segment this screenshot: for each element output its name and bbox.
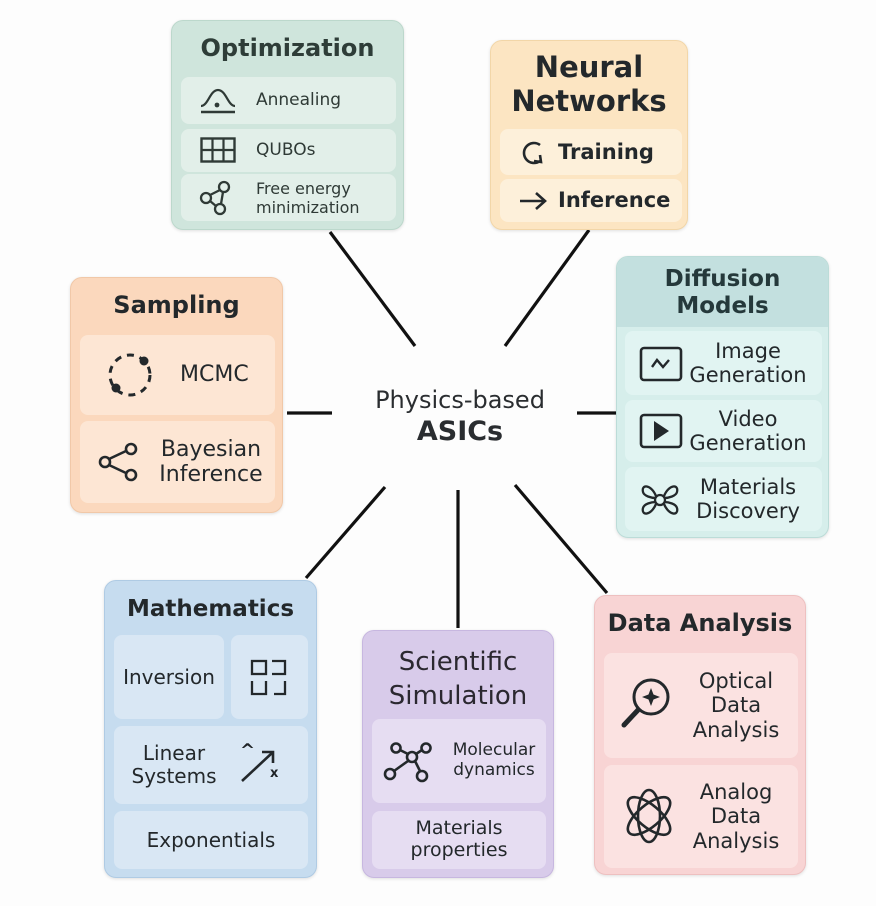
center-node-physics-asics: Physics-based ASICs — [340, 385, 580, 449]
neural-networks-card[interactable]: Neural Networks Training Inference — [490, 40, 688, 230]
grid-matrix-icon — [200, 137, 236, 163]
flower-lattice-icon — [639, 480, 681, 520]
center-title-line2: ASICs — [416, 416, 504, 447]
mathematics-inversion-icon-tile[interactable] — [231, 635, 308, 719]
diffusion-models-header — [617, 257, 828, 327]
mathematics-card[interactable]: Mathematics Inversion Linear Systems ^ x… — [104, 580, 317, 878]
sampling-card[interactable]: Sampling MCMC Bayesian Inference — [70, 277, 283, 513]
center-title-line1: Physics-based — [375, 386, 545, 414]
neural-networks-item-label: Training — [558, 139, 654, 164]
scientific-simulation-card[interactable]: Scientific Simulation Molecular dynamics… — [362, 630, 554, 878]
diffusion-item-video-generation[interactable]: Video Generation — [625, 400, 822, 462]
mathematics-item-exponentials[interactable]: Exponentials — [114, 811, 308, 869]
vector-arrow-icon: ^ x — [238, 740, 288, 786]
network-nodes-icon — [199, 180, 233, 216]
mathematics-item-inversion[interactable]: Inversion — [114, 635, 224, 719]
scientific-item-materials-properties[interactable]: Materials properties — [372, 811, 546, 869]
optimization-item-annealing[interactable]: Annealing — [181, 77, 396, 124]
neural-networks-title: Neural Networks — [511, 50, 667, 118]
mathematics-item-label: Linear Systems — [131, 741, 217, 788]
vector-x-subscript: x — [270, 766, 279, 781]
diffusion-item-label: Video Generation — [689, 406, 807, 455]
diffusion-item-label: Image Generation — [689, 338, 807, 387]
diffusion-models-title: Diffusion Models — [664, 266, 781, 319]
data-item-label: Analog Data Analysis — [692, 780, 780, 853]
optimization-item-free-energy[interactable]: Free energy minimization — [181, 174, 396, 221]
scientific-item-label: Materials properties — [410, 817, 508, 861]
vector-hat-symbol: ^ — [240, 740, 256, 761]
data-item-optical-analysis[interactable]: Optical Data Analysis — [604, 653, 798, 758]
connector-mathematics — [304, 485, 387, 580]
mathematics-item-linear-systems[interactable]: Linear Systems ^ x — [114, 726, 308, 804]
molecule-icon — [382, 740, 436, 784]
sampling-item-bayesian-inference[interactable]: Bayesian Inference — [80, 421, 275, 503]
data-item-analog-analysis[interactable]: Analog Data Analysis — [604, 765, 798, 868]
data-analysis-card[interactable]: Data Analysis Optical Data Analysis Anal… — [594, 595, 806, 875]
data-analysis-title: Data Analysis — [607, 609, 793, 637]
mathematics-item-label: Exponentials — [146, 827, 276, 852]
diffusion-item-label: Materials Discovery — [696, 474, 800, 523]
refresh-cycle-icon — [518, 139, 548, 167]
connector-neural-networks — [503, 229, 591, 347]
neural-networks-item-label: Inference — [558, 188, 671, 213]
connector-data-analysis — [513, 483, 609, 595]
sampling-item-label: Bayesian Inference — [159, 436, 263, 487]
annealing-curve-icon — [198, 87, 238, 115]
optimization-card[interactable]: Optimization Annealing QUBOs Free energy… — [171, 20, 404, 230]
optimization-item-label: Free energy minimization — [256, 178, 360, 217]
arrow-right-icon — [518, 190, 548, 212]
diffusion-models-card[interactable]: Diffusion Models Image Generation Video … — [616, 256, 829, 538]
matrix-blocks-icon — [250, 659, 288, 697]
data-item-label: Optical Data Analysis — [692, 669, 780, 742]
atom-orbits-icon — [622, 787, 676, 845]
scientific-simulation-title: Scientific Simulation — [388, 647, 528, 711]
scientific-item-label: Molecular dynamics — [452, 740, 536, 780]
optimization-title: Optimization — [200, 34, 375, 62]
share-graph-icon — [97, 442, 141, 482]
optimization-item-label: QUBOs — [256, 139, 316, 160]
optimization-item-label: Annealing — [256, 89, 342, 110]
neural-networks-item-training[interactable]: Training — [500, 129, 682, 175]
mathematics-item-label: Inversion — [123, 664, 215, 689]
play-video-icon — [639, 413, 683, 449]
sampling-item-label: MCMC — [180, 362, 249, 388]
sampling-title: Sampling — [113, 291, 240, 319]
scientific-item-molecular-dynamics[interactable]: Molecular dynamics — [372, 719, 546, 803]
mathematics-title: Mathematics — [126, 596, 295, 622]
magnifier-sparkle-icon — [619, 675, 677, 731]
optimization-item-qubos[interactable]: QUBOs — [181, 129, 396, 172]
diffusion-item-image-generation[interactable]: Image Generation — [625, 331, 822, 395]
connector-optimization — [328, 231, 417, 347]
diffusion-item-materials-discovery[interactable]: Materials Discovery — [625, 467, 822, 531]
image-wave-icon — [639, 346, 683, 382]
neural-networks-item-inference[interactable]: Inference — [500, 179, 682, 222]
sampling-item-mcmc[interactable]: MCMC — [80, 335, 275, 415]
dashed-circle-icon — [104, 350, 156, 400]
